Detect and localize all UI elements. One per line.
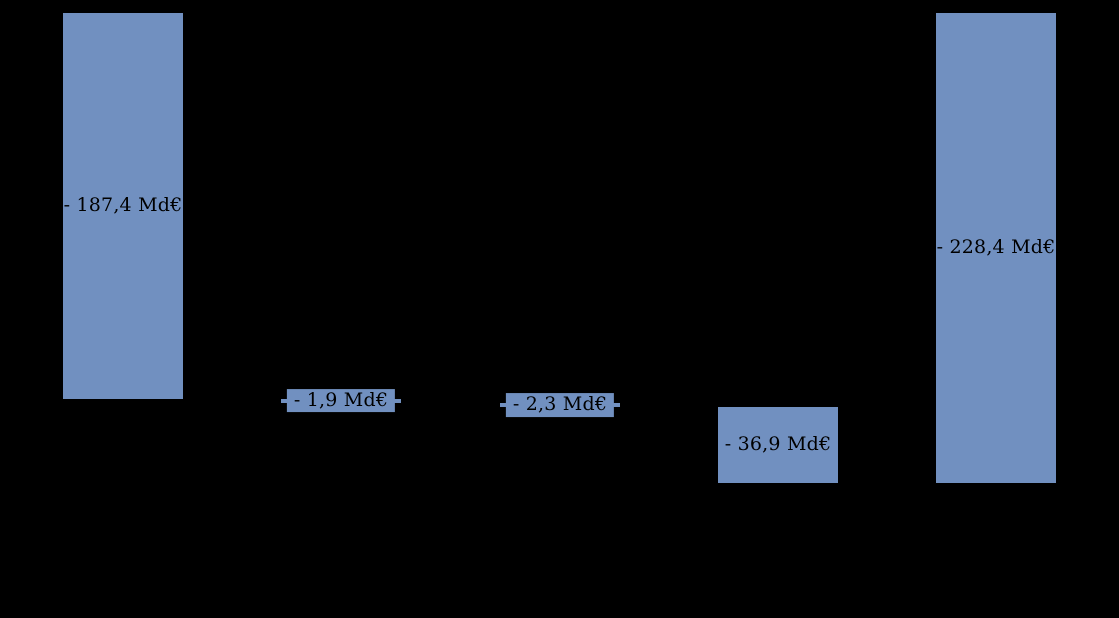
- bar-value-label: - 36,9 Md€: [724, 433, 832, 456]
- waterfall-bar-5: [936, 13, 1056, 483]
- bar-value-label: - 1,9 Md€: [286, 388, 396, 413]
- waterfall-bar-4: [718, 407, 838, 484]
- bar-value-label: - 228,4 Md€: [936, 236, 1056, 259]
- waterfall-bar-1: [63, 13, 183, 399]
- bar-value-label: - 2,3 Md€: [505, 392, 615, 417]
- bar-value-label: - 187,4 Md€: [63, 193, 183, 216]
